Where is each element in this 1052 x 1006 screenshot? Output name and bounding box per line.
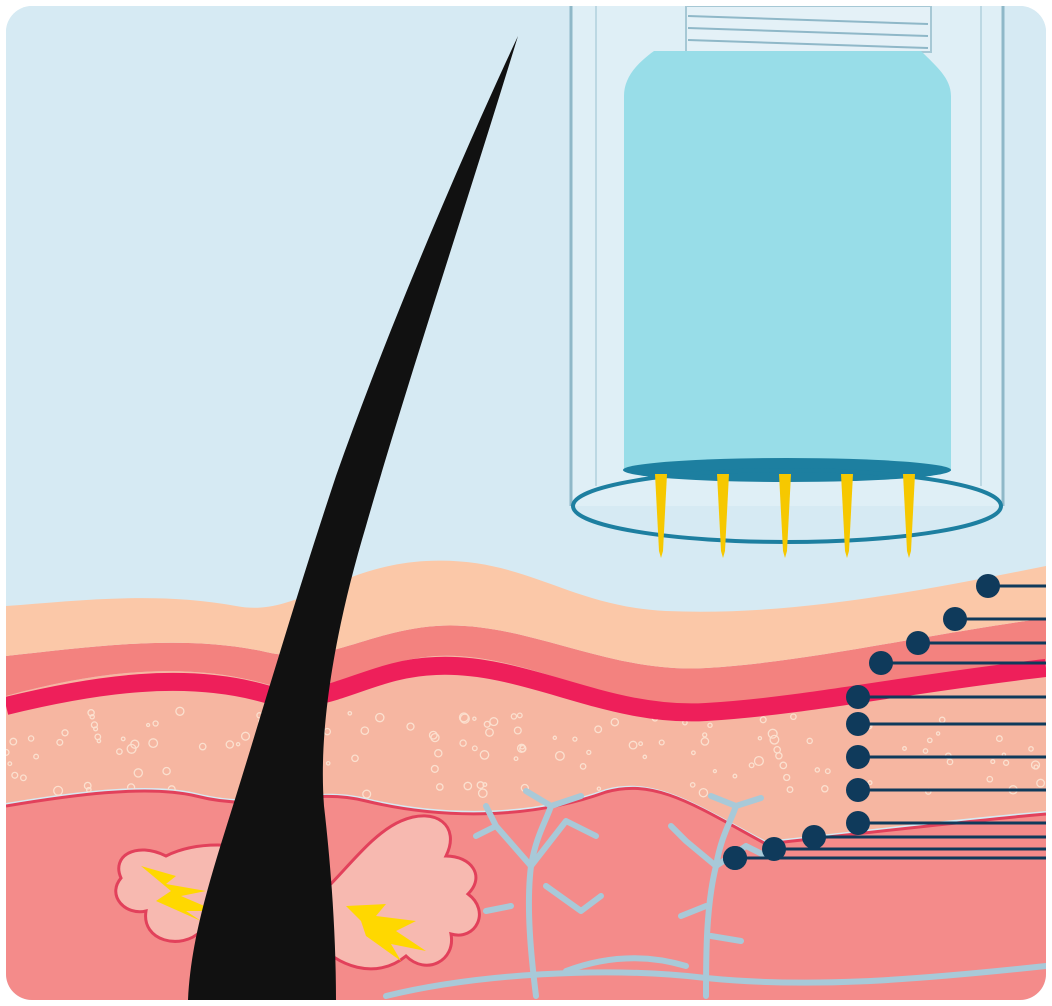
callout-dot-icon (846, 811, 870, 835)
callout-dot-icon (869, 651, 893, 675)
callout-dot-icon (723, 846, 747, 870)
callout-dot-icon (846, 685, 870, 709)
microneedle-cartridge-icon (571, 6, 1003, 558)
callout-dot-icon (846, 778, 870, 802)
callout-dot-icon (906, 631, 930, 655)
callout-dot-icon (846, 745, 870, 769)
callout-dot-icon (976, 574, 1000, 598)
skin-microneedling-diagram (6, 6, 1046, 1000)
callout-dot-icon (846, 712, 870, 736)
callout-dot-icon (802, 825, 826, 849)
diagram-frame (6, 6, 1046, 1000)
callout-dot-icon (943, 607, 967, 631)
